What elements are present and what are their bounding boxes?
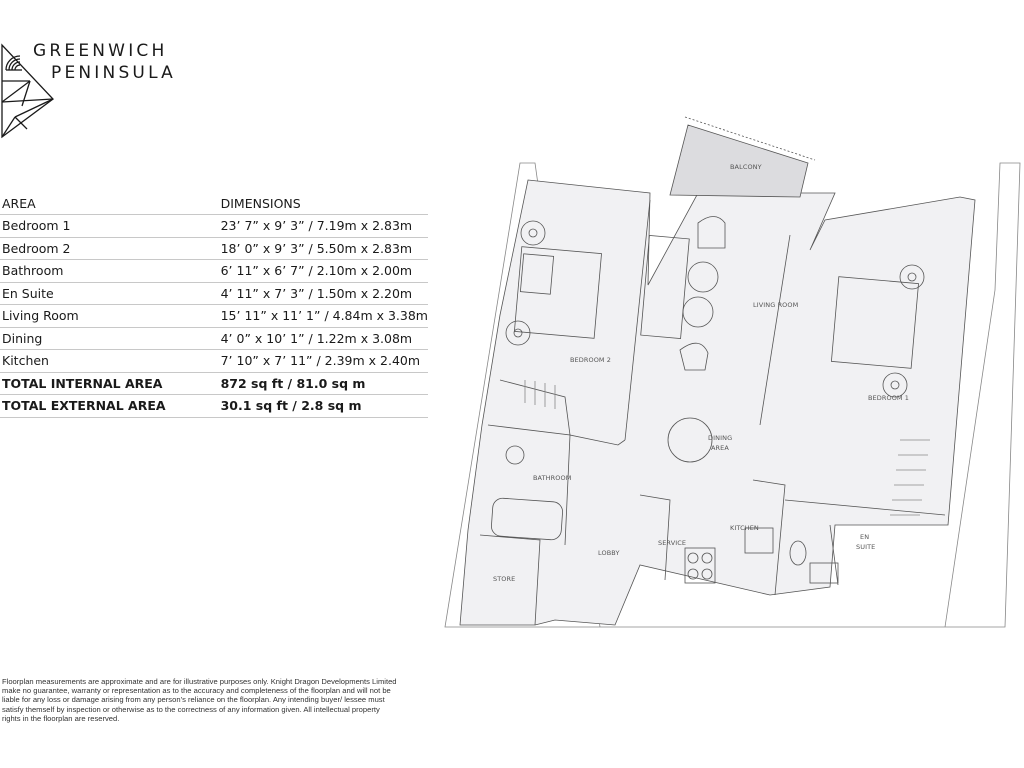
brand-logo bbox=[0, 42, 200, 142]
row-area: Living Room bbox=[0, 304, 221, 328]
balcony bbox=[669, 124, 809, 198]
row-area: Bedroom 1 bbox=[0, 214, 221, 238]
label-service: SERVICE bbox=[658, 539, 686, 547]
brand-line-1: GREENWICH bbox=[33, 41, 168, 61]
total-value: 30.1 sq ft / 2.8 sq m bbox=[220, 394, 428, 418]
row-dimensions: 18’ 0” x 9’ 3” / 5.50m x 2.83m bbox=[220, 237, 428, 260]
header-area: AREA bbox=[0, 192, 221, 215]
total-label: TOTAL INTERNAL AREA bbox=[0, 372, 221, 395]
floorplan-drawing: BALCONY LIVING ROOM BEDROOM 2 BEDROOM 1 … bbox=[444, 116, 1021, 628]
label-dining-2: AREA bbox=[711, 444, 729, 452]
row-dimensions: 7’ 10” x 7’ 11” / 2.39m x 2.40m bbox=[220, 349, 428, 373]
total-internal-row: TOTAL INTERNAL AREA 872 sq ft / 81.0 sq … bbox=[0, 372, 428, 395]
label-en-suite-2: SUITE bbox=[856, 543, 875, 551]
brand-name: GREENWICH PENINSULA bbox=[33, 40, 176, 84]
apartment-outline bbox=[444, 162, 1021, 628]
row-dimensions: 4’ 11” x 7’ 3” / 1.50m x 2.20m bbox=[220, 282, 428, 305]
table-row: Bedroom 2 18’ 0” x 9’ 3” / 5.50m x 2.83m bbox=[0, 237, 428, 260]
row-dimensions: 15’ 11” x 11’ 1” / 4.84m x 3.38m bbox=[220, 304, 428, 328]
table-row: En Suite 4’ 11” x 7’ 3” / 1.50m x 2.20m bbox=[0, 282, 428, 305]
table-row: Dining 4’ 0” x 10’ 1” / 1.22m x 3.08m bbox=[0, 327, 428, 350]
brand-line-2: PENINSULA bbox=[51, 63, 176, 83]
label-bedroom-1: BEDROOM 1 bbox=[868, 394, 909, 402]
table-row: Living Room 15’ 11” x 11’ 1” / 4.84m x 3… bbox=[0, 304, 428, 328]
label-dining-1: DINING bbox=[708, 434, 732, 442]
table-row: Bathroom 6’ 11” x 6’ 7” / 2.10m x 2.00m bbox=[0, 259, 428, 283]
table-row: Bedroom 1 23’ 7” x 9’ 3” / 7.19m x 2.83m bbox=[0, 214, 428, 238]
row-dimensions: 23’ 7” x 9’ 3” / 7.19m x 2.83m bbox=[220, 214, 428, 238]
label-bedroom-2: BEDROOM 2 bbox=[570, 356, 611, 364]
label-living-room: LIVING ROOM bbox=[753, 301, 798, 309]
label-balcony: BALCONY bbox=[730, 163, 762, 171]
row-area: En Suite bbox=[0, 282, 221, 305]
total-label: TOTAL EXTERNAL AREA bbox=[0, 394, 221, 418]
header-dimensions: DIMENSIONS bbox=[220, 192, 428, 215]
label-kitchen: KITCHEN bbox=[730, 524, 759, 532]
total-external-row: TOTAL EXTERNAL AREA 30.1 sq ft / 2.8 sq … bbox=[0, 394, 428, 418]
label-lobby: LOBBY bbox=[598, 549, 620, 557]
dimensions-table: AREA DIMENSIONS Bedroom 1 23’ 7” x 9’ 3”… bbox=[0, 192, 428, 418]
row-dimensions: 6’ 11” x 6’ 7” / 2.10m x 2.00m bbox=[220, 259, 428, 283]
disclaimer-text: Floorplan measurements are approximate a… bbox=[2, 677, 397, 723]
floor-area bbox=[459, 179, 976, 626]
label-en-suite-1: EN bbox=[860, 533, 869, 541]
table-row: Kitchen 7’ 10” x 7’ 11” / 2.39m x 2.40m bbox=[0, 349, 428, 373]
label-store: STORE bbox=[493, 575, 515, 583]
triangular-geometric-logo-icon bbox=[1, 43, 54, 139]
label-bathroom: BATHROOM bbox=[533, 474, 571, 482]
row-area: Bathroom bbox=[0, 259, 221, 283]
row-dimensions: 4’ 0” x 10’ 1” / 1.22m x 3.08m bbox=[220, 327, 428, 350]
table-header: AREA DIMENSIONS bbox=[0, 192, 428, 215]
row-area: Bedroom 2 bbox=[0, 237, 221, 260]
row-area: Dining bbox=[0, 327, 221, 350]
floorplan: BALCONY LIVING ROOM BEDROOM 2 BEDROOM 1 … bbox=[440, 105, 1024, 635]
row-area: Kitchen bbox=[0, 349, 221, 373]
total-value: 872 sq ft / 81.0 sq m bbox=[220, 372, 428, 395]
